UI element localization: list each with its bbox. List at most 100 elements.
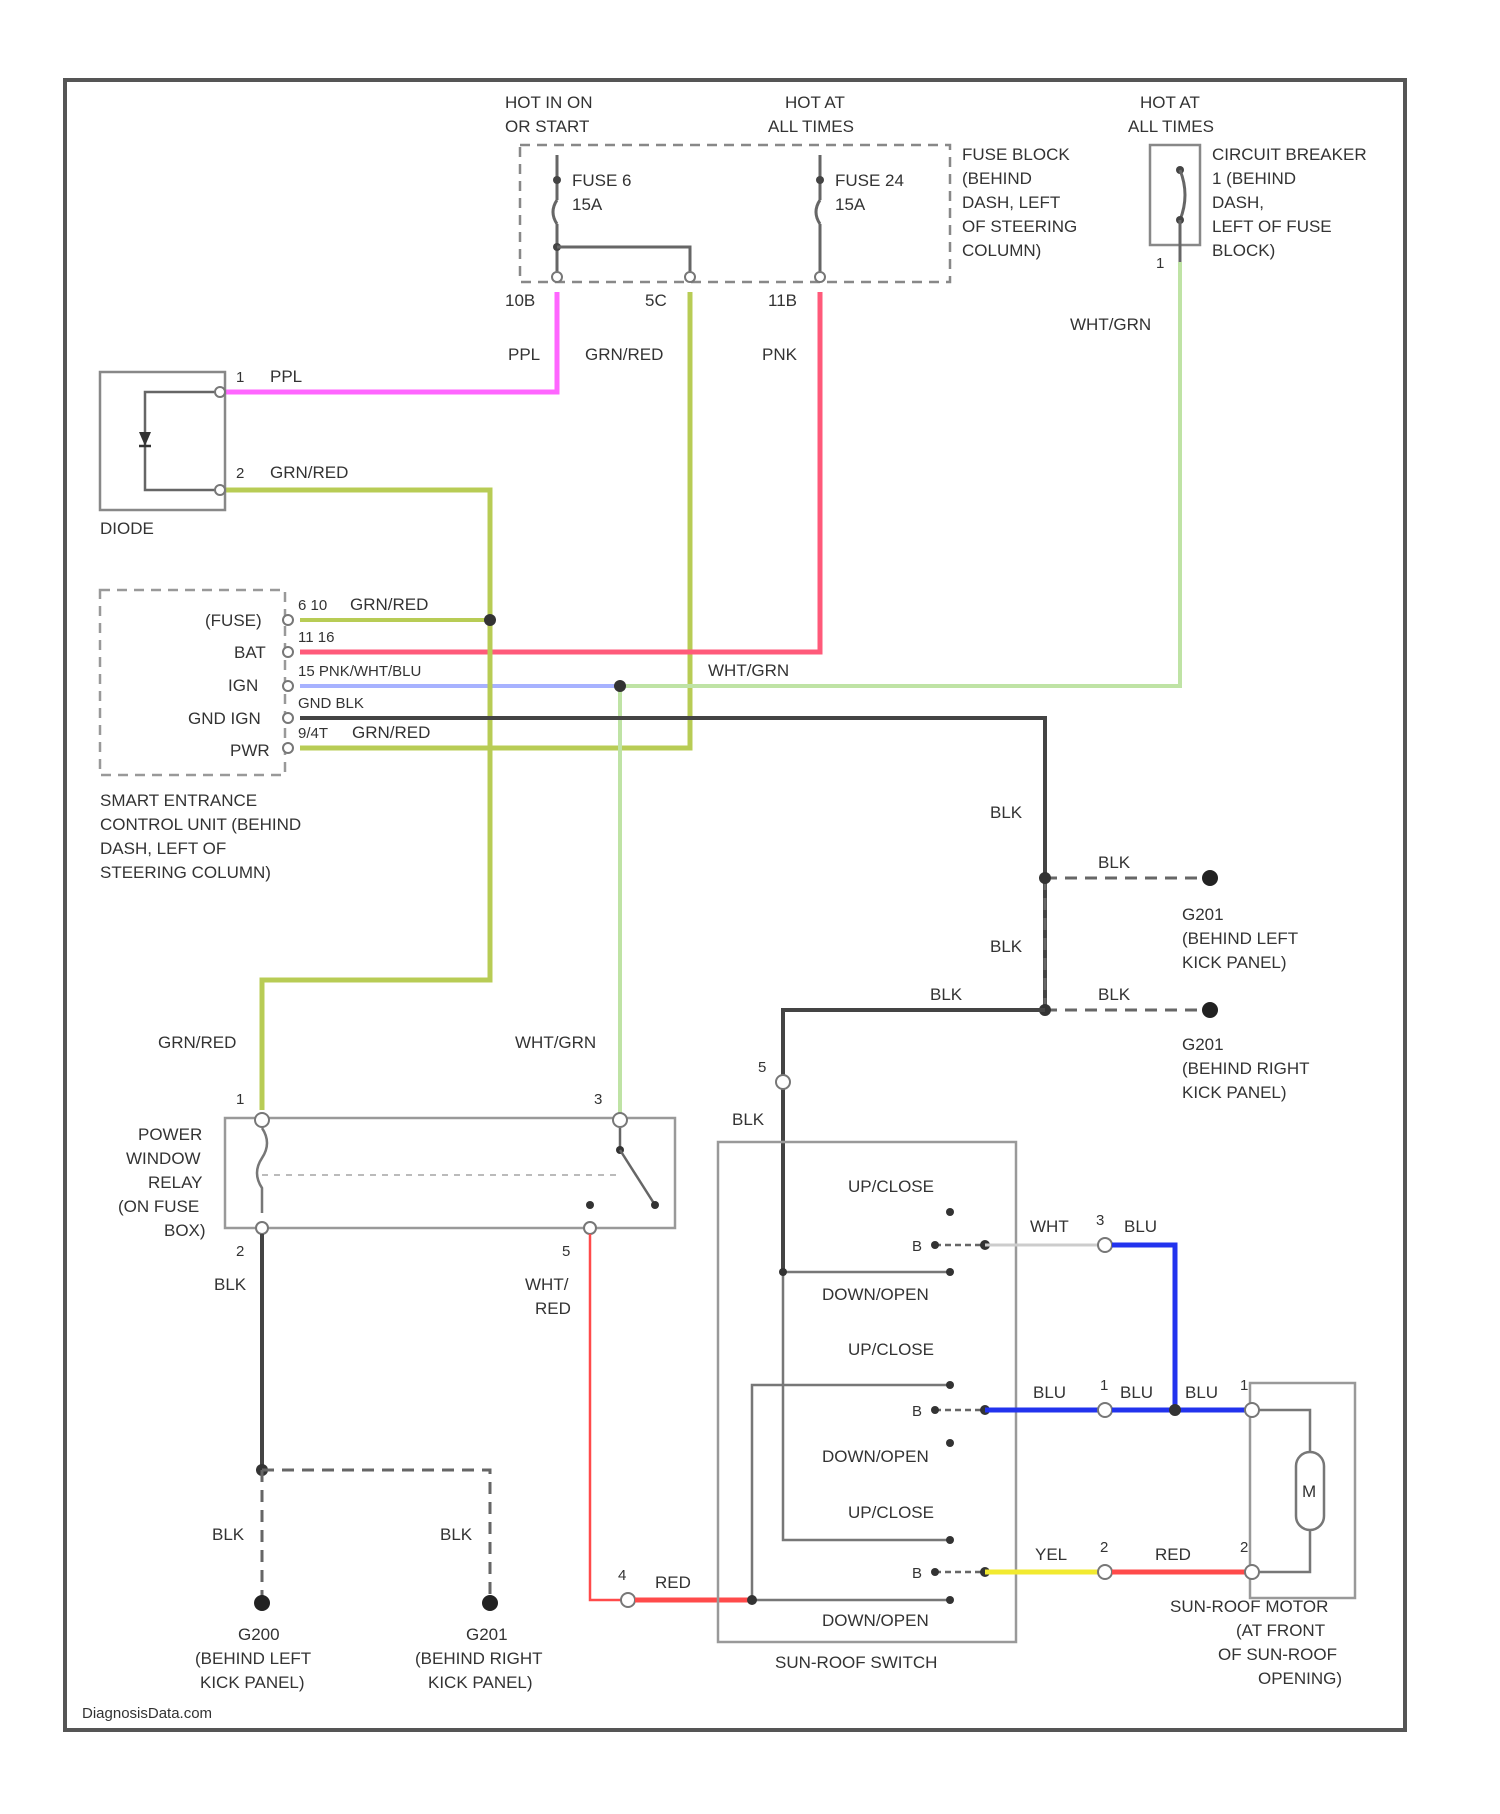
- svg-text:B: B: [912, 1238, 922, 1255]
- wire-blk-label-1: BLK: [990, 803, 1023, 822]
- svg-text:UP/CLOSE: UP/CLOSE: [848, 1340, 934, 1359]
- wire-blu-label-2: BLU: [1033, 1383, 1066, 1402]
- svg-text:(BEHIND: (BEHIND: [962, 169, 1032, 188]
- svg-text:RELAY: RELAY: [148, 1173, 203, 1192]
- wire-red-label-1: RED: [655, 1573, 691, 1592]
- pin-5c-label: 5C: [645, 291, 667, 310]
- svg-text:6 10: 6 10: [298, 597, 327, 614]
- connector-1-mid-label: 1: [1100, 1377, 1108, 1394]
- sunroof-switch-box: [718, 1142, 1016, 1642]
- g201-right-bottom-label: G201 (BEHIND RIGHT KICK PANEL): [415, 1625, 543, 1692]
- svg-text:1 (BEHIND: 1 (BEHIND: [1212, 169, 1296, 188]
- svg-text:9/4T: 9/4T: [298, 725, 328, 742]
- svg-text:(BEHIND LEFT: (BEHIND LEFT: [195, 1649, 311, 1668]
- circuit-breaker: 1: [1156, 166, 1185, 272]
- fuse-6: FUSE 6 15A: [553, 155, 632, 275]
- svg-text:11 16: 11 16: [298, 629, 334, 646]
- svg-text:KICK PANEL): KICK PANEL): [200, 1673, 305, 1692]
- smart-entrance-label: SMART ENTRANCE CONTROL UNIT (BEHIND DASH…: [100, 791, 301, 882]
- svg-text:1: 1: [236, 1091, 244, 1108]
- svg-text:CIRCUIT BREAKER: CIRCUIT BREAKER: [1212, 145, 1367, 164]
- wire-wht-grn-label-relay: WHT/GRN: [515, 1033, 596, 1052]
- splice-ign: [614, 680, 626, 692]
- svg-text:STEERING COLUMN): STEERING COLUMN): [100, 863, 271, 882]
- svg-text:GND BLK: GND BLK: [298, 695, 364, 712]
- connector-11b: [815, 272, 825, 282]
- power-window-relay-internals: 1 3 2 5: [236, 1091, 659, 1260]
- svg-text:15A: 15A: [835, 195, 866, 214]
- wire-blk-label-3: BLK: [990, 937, 1023, 956]
- ground-g201-right-bottom: [482, 1595, 498, 1611]
- wire-blk-label-4: BLK: [1098, 985, 1131, 1004]
- svg-text:IGN: IGN: [228, 676, 258, 695]
- svg-text:DASH, LEFT: DASH, LEFT: [962, 193, 1060, 212]
- svg-text:SUN-ROOF MOTOR: SUN-ROOF MOTOR: [1170, 1597, 1328, 1616]
- wire-wht-red: [590, 1234, 625, 1600]
- pin-10b-label: 10B: [505, 291, 535, 310]
- fuse-24: FUSE 24 15A: [816, 155, 904, 275]
- svg-text:GRN/RED: GRN/RED: [352, 723, 430, 742]
- wire-blk-switch: [783, 1010, 1045, 1270]
- diode-pin2-label: 2: [236, 465, 244, 482]
- wire-ppl-label-short: PPL: [270, 367, 302, 386]
- pin-11b-label: 11B: [768, 291, 797, 310]
- svg-text:G200: G200: [238, 1625, 280, 1644]
- ground-g201-left: [1202, 870, 1218, 886]
- svg-text:DOWN/OPEN: DOWN/OPEN: [822, 1447, 929, 1466]
- svg-text:COLUMN): COLUMN): [962, 241, 1041, 260]
- svg-text:(AT FRONT: (AT FRONT: [1236, 1621, 1325, 1640]
- svg-text:2: 2: [236, 1243, 244, 1260]
- wire-blk-label-relay: BLK: [214, 1275, 247, 1294]
- svg-text:RED: RED: [535, 1299, 571, 1318]
- fuse-block-label: FUSE BLOCK (BEHIND DASH, LEFT OF STEERIN…: [962, 145, 1077, 260]
- diode-symbol: [139, 387, 225, 495]
- connector-3-top: [1098, 1238, 1112, 1252]
- ground-g200-left: [254, 1595, 270, 1611]
- sunroof-switch-label: SUN-ROOF SWITCH: [775, 1653, 937, 1672]
- wire-wht-red-label: WHT/ RED: [525, 1275, 571, 1318]
- diode-label: DIODE: [100, 519, 154, 538]
- svg-text:WHT/: WHT/: [525, 1275, 569, 1294]
- svg-text:FUSE 6: FUSE 6: [572, 171, 632, 190]
- svg-text:SMART ENTRANCE: SMART ENTRANCE: [100, 791, 257, 810]
- splice-blu: [1169, 1404, 1181, 1416]
- connector-5c: [685, 272, 695, 282]
- svg-text:G201: G201: [1182, 905, 1224, 924]
- svg-text:KICK PANEL): KICK PANEL): [1182, 953, 1287, 972]
- svg-text:(BEHIND RIGHT: (BEHIND RIGHT: [1182, 1059, 1310, 1078]
- svg-text:DASH,: DASH,: [1212, 193, 1264, 212]
- wire-pnk-label: PNK: [762, 345, 798, 364]
- svg-text:(BEHIND LEFT: (BEHIND LEFT: [1182, 929, 1298, 948]
- wire-blk-label-6: BLK: [732, 1110, 765, 1129]
- svg-text:FUSE BLOCK: FUSE BLOCK: [962, 145, 1070, 164]
- g201-right-label: G201 (BEHIND RIGHT KICK PANEL): [1182, 1035, 1310, 1102]
- switch-pin4-connector: [621, 1593, 635, 1607]
- wire-blk-label-8: BLK: [440, 1525, 473, 1544]
- wire-yel-label: YEL: [1035, 1545, 1067, 1564]
- svg-text:KICK PANEL): KICK PANEL): [428, 1673, 533, 1692]
- wire-red-label-2: RED: [1155, 1545, 1191, 1564]
- svg-text:1: 1: [1240, 1377, 1248, 1394]
- svg-text:PWR: PWR: [230, 741, 270, 760]
- svg-text:OF STEERING: OF STEERING: [962, 217, 1077, 236]
- switch-pin5-connector: [776, 1075, 790, 1089]
- circuit-breaker-label: CIRCUIT BREAKER 1 (BEHIND DASH, LEFT OF …: [1212, 145, 1367, 260]
- splice-fuse: [484, 614, 496, 626]
- svg-text:M: M: [1302, 1482, 1316, 1501]
- svg-text:1: 1: [1156, 255, 1164, 272]
- connector-2-bottom-label: 2: [1100, 1539, 1108, 1556]
- connector-1-mid: [1098, 1403, 1112, 1417]
- svg-text:BAT: BAT: [234, 643, 266, 662]
- sunroof-motor-label: SUN-ROOF MOTOR (AT FRONT OF SUN-ROOF OPE…: [1170, 1597, 1342, 1688]
- wire-wht-grn-label-mid: WHT/GRN: [708, 661, 789, 680]
- svg-text:2: 2: [1240, 1539, 1248, 1556]
- wire-wht-label: WHT: [1030, 1217, 1069, 1236]
- wire-grn-red-relay-label: GRN/RED: [158, 1033, 236, 1052]
- svg-text:WINDOW: WINDOW: [126, 1149, 201, 1168]
- wire-ppl-label: PPL: [508, 345, 540, 364]
- svg-text:UP/CLOSE: UP/CLOSE: [848, 1177, 934, 1196]
- connector-2-bottom: [1098, 1565, 1112, 1579]
- svg-text:CONTROL UNIT (BEHIND: CONTROL UNIT (BEHIND: [100, 815, 301, 834]
- svg-text:3: 3: [594, 1091, 602, 1108]
